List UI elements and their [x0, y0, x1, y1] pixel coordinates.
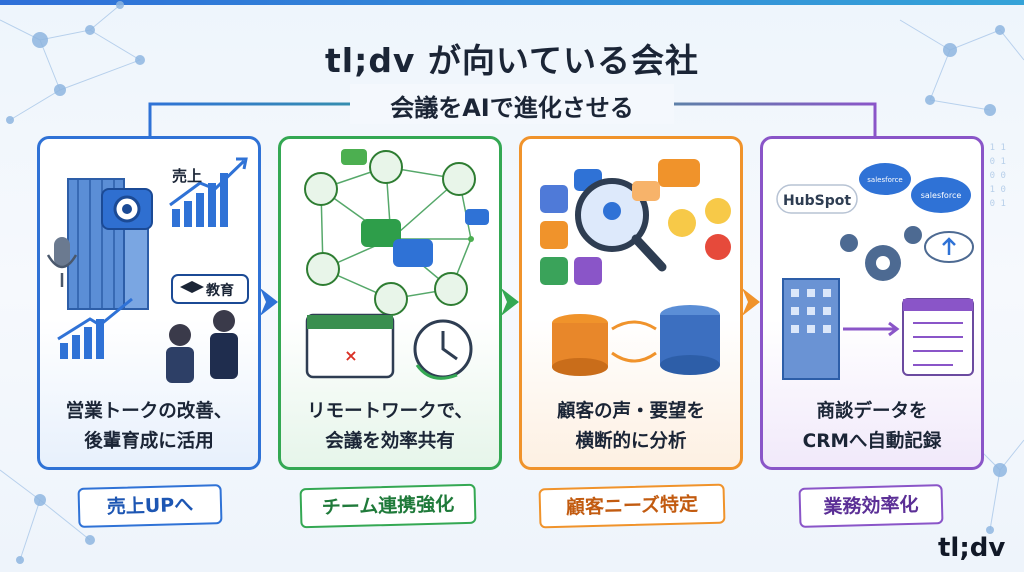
tag-efficiency: 業務効率化 — [798, 484, 944, 528]
chevron-right-icon — [260, 288, 278, 316]
crm-label-hubspot: HubSpot — [783, 193, 851, 209]
office-building-icon — [782, 278, 840, 380]
tag-team-collab: チーム連携強化 — [299, 483, 477, 529]
chart-label: 売上 — [172, 167, 202, 185]
app-grid-icon — [540, 169, 602, 285]
desc-line: 営業トークの改善、 — [65, 401, 233, 422]
svg-text:0 1 0 1: 0 1 0 1 — [968, 157, 1006, 167]
card-customer-illustration — [540, 159, 731, 376]
desc-line: 会議を効率共有 — [325, 431, 455, 452]
card-customer: 顧客の声・要望を 横断的に分析 — [519, 136, 743, 470]
desc-line: リモートワークで、 — [307, 401, 473, 422]
fast-clock-icon — [413, 319, 473, 380]
avatar-icon — [304, 150, 476, 316]
card-sales-description: 営業トークの改善、 後輩育成に活用 — [40, 397, 258, 457]
calendar-icon: × — [305, 313, 395, 379]
desc-line: 顧客の声・要望を — [556, 401, 705, 422]
magnifier-icon — [575, 178, 667, 272]
desc-line: 横断的に分析 — [575, 431, 687, 452]
graduation-cap-icon — [171, 274, 249, 304]
card-crm: HubSpot salesforce salesforce — [760, 136, 984, 470]
record-list-icon — [902, 298, 974, 376]
svg-text:1 1 0 0: 1 1 0 0 — [968, 171, 1006, 181]
gear-icon — [840, 226, 922, 281]
card-customer-description: 顧客の声・要望を 横断的に分析 — [522, 397, 740, 457]
desc-line: 後輩育成に活用 — [84, 431, 214, 452]
svg-text:1 0 1 1: 1 0 1 1 — [968, 143, 1006, 153]
crm-label-salesforce-2: salesforce — [921, 191, 962, 200]
database-icon — [552, 305, 720, 376]
salesforce-cloud-icon — [859, 163, 971, 213]
card-team-illustration: × — [304, 149, 489, 380]
tag-sales-up: 売上UPへ — [77, 484, 223, 528]
microphone-icon — [46, 237, 78, 287]
svg-text:0 1 1 0: 0 1 1 0 — [968, 185, 1006, 195]
page-title: tl;dv が向いている会社 — [325, 41, 699, 80]
coaching-people-icon — [166, 310, 238, 383]
desc-line: 商談データを — [816, 401, 928, 422]
bubble-label: 教育 — [206, 282, 234, 299]
subtitle-backdrop — [350, 84, 674, 124]
top-accent-bar — [0, 0, 1024, 5]
chat-bubble-icon — [341, 149, 489, 267]
card-crm-illustration: HubSpot salesforce salesforce — [776, 163, 974, 380]
hubspot-logo-icon — [776, 184, 858, 214]
brand-logo: tl;dv — [938, 533, 1006, 563]
card-crm-description: 商談データを CRMへ自動記録 — [763, 397, 981, 457]
card-team: × リモートワークで、 会議を効率共有 — [278, 136, 502, 470]
tag-customer-needs: 顧客ニーズ特定 — [538, 483, 726, 529]
card-sales: 売上 教育 営業トークの改善、 後輩育成に活用 — [37, 136, 261, 470]
chevron-right-icon — [742, 288, 760, 316]
growth-chart-icon — [169, 157, 248, 227]
card-sales-illustration: 売上 教育 — [46, 157, 249, 383]
cloud-upload-icon — [924, 231, 974, 263]
svg-text:1 0 0 1: 1 0 0 1 — [968, 199, 1006, 209]
chevron-right-icon — [501, 288, 519, 316]
camera-icon — [101, 188, 153, 230]
emoji-faces-icon — [668, 198, 731, 260]
crm-label-salesforce-1: salesforce — [867, 176, 902, 184]
chat-bubble-icon — [632, 159, 700, 201]
small-chart-icon — [57, 297, 133, 359]
card-team-description: リモートワークで、 会議を効率共有 — [281, 397, 499, 457]
desc-line: CRMへ自動記録 — [802, 431, 942, 452]
page-subtitle: 会議をAIで進化させる — [390, 94, 634, 122]
svg-text:×: × — [344, 346, 357, 365]
